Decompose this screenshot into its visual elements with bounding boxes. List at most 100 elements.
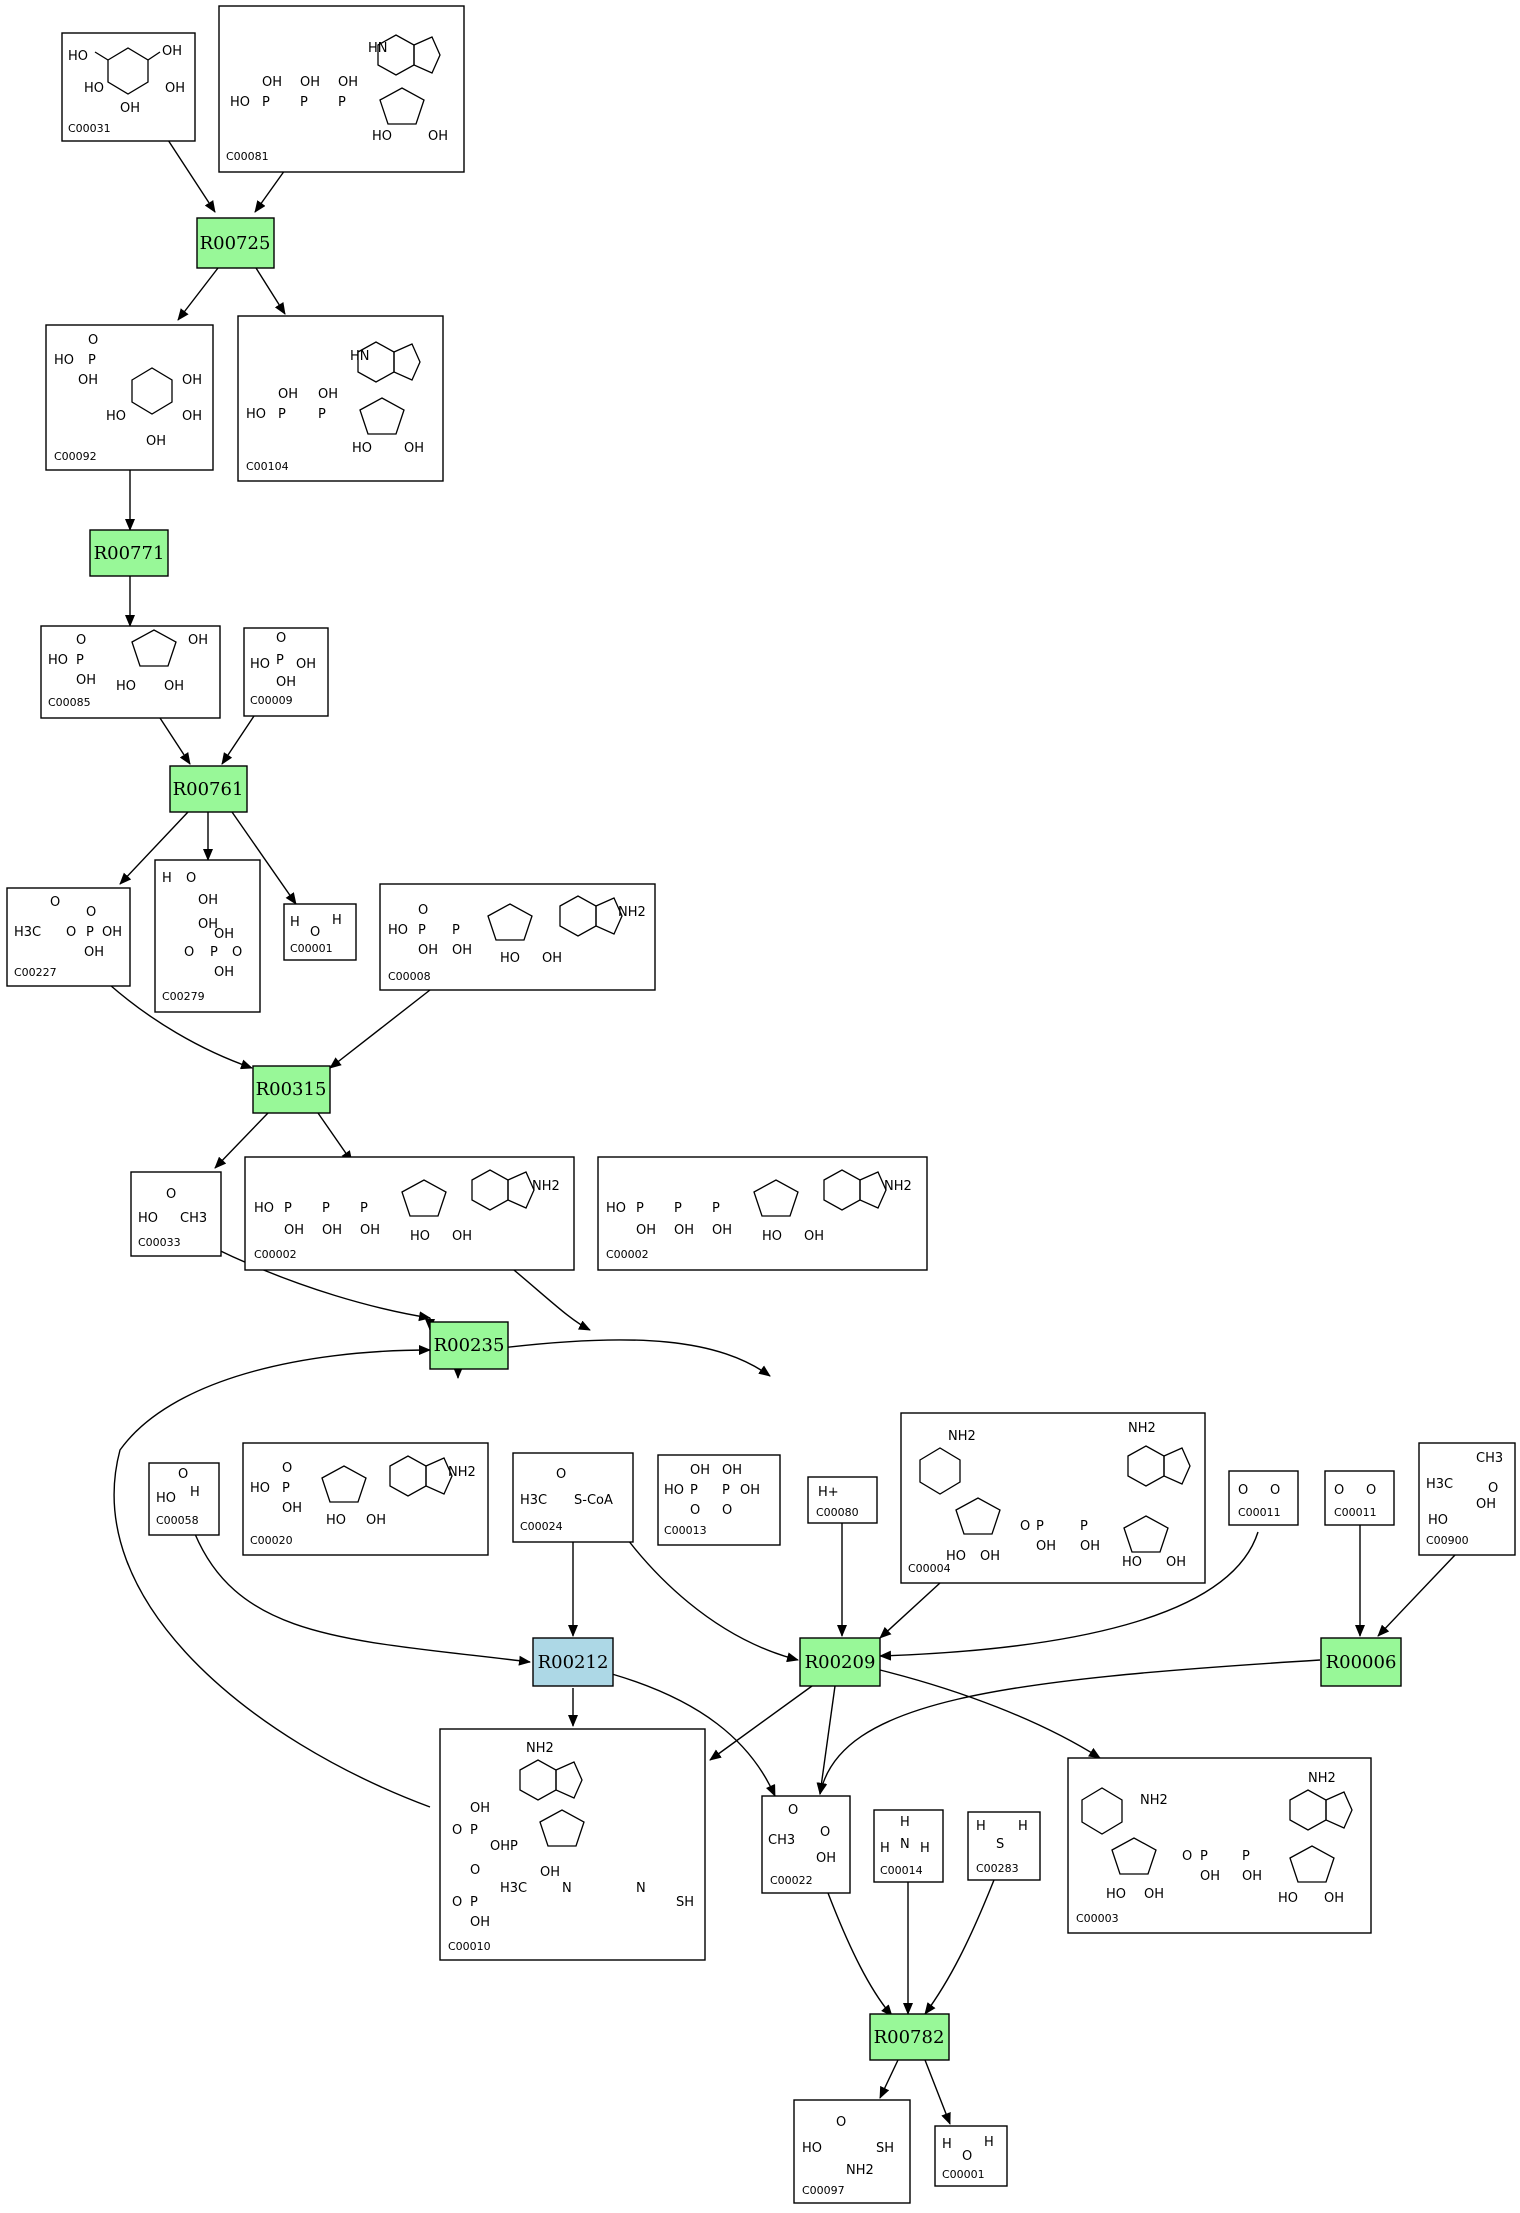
compound-C00011-b[interactable]: O O C00011 [1324,1470,1395,1526]
svg-text:H3C: H3C [14,925,41,940]
svg-text:P: P [284,1201,292,1216]
compound-C00004[interactable]: NH2 O P P OH OH NH2 HO OH HO OH C00004 [900,1412,1206,1584]
svg-text:O: O [86,905,96,920]
svg-text:OH: OH [296,657,316,672]
svg-text:H: H [162,871,172,886]
svg-text:OH: OH [418,943,438,958]
compound-C00279[interactable]: H O OH OH O P OH O OH C00279 [154,859,261,1013]
compound-C00900[interactable]: CH3 H3C O OH HO C00900 [1418,1442,1516,1556]
edges [109,139,1456,2125]
svg-text:H: H [332,913,342,928]
compound-C00227[interactable]: H3C O O P O OH OH C00227 [6,887,131,987]
reaction-R00006[interactable]: R00006 [1320,1637,1402,1687]
compound-C00008[interactable]: NH2 HO P P O OH OH HO OH C00008 [379,883,656,991]
svg-text:OH: OH [540,1865,560,1880]
compound-C00001-b[interactable]: H O H C00001 [934,2125,1008,2187]
compound-C00058[interactable]: O HO H C00058 [148,1462,220,1536]
svg-text:OH: OH [188,633,208,648]
svg-text:P: P [276,653,284,668]
svg-text:N: N [562,1881,572,1896]
compound-C00002[interactable]: NH2 HO P P P OH OH OH HO OH C00002 [244,1156,575,1271]
svg-text:NH2: NH2 [948,1429,976,1444]
compound-id: C00283 [976,1862,1019,1875]
svg-text:OH: OH [722,1463,742,1478]
edge [507,1264,591,1331]
compound-C00283[interactable]: H S H C00283 [967,1811,1041,1881]
compound-C00081[interactable]: HN HO P P P OH OH OH HO OH C00081 [218,5,465,173]
svg-text:N: N [636,1881,646,1896]
compound-id: C00002 [254,1248,297,1261]
compound-id: C00020 [250,1534,293,1547]
compound-C00092[interactable]: HO P O OH OH HO OH OH C00092 [45,324,214,471]
reaction-label: R00761 [173,779,244,800]
svg-text:OH: OH [804,1229,824,1244]
svg-text:O: O [556,1467,566,1482]
edge [611,1673,776,1797]
svg-text:HO: HO [1106,1887,1126,1902]
svg-text:OH: OH [322,1223,342,1238]
svg-text:O: O [66,925,76,940]
compound-C00003[interactable]: NH2 O P P OH OH NH2 HO OH HO OH C00003 [1067,1757,1372,1934]
svg-text:O: O [820,1825,830,1840]
svg-text:S: S [996,1837,1004,1852]
compound-C00097[interactable]: O HO SH NH2 C00097 [793,2099,911,2204]
svg-text:OH: OH [198,893,218,908]
compound-C00085[interactable]: HO P O OH OH HO OH C00085 [40,625,221,719]
compound-id: C00022 [770,1874,813,1887]
svg-text:O: O [418,903,428,918]
svg-text:NH2: NH2 [1308,1771,1336,1786]
compound-C00011[interactable]: O O C00011 [1228,1470,1299,1526]
svg-text:P: P [674,1201,682,1216]
reaction-R00212[interactable]: R00212 [532,1637,614,1687]
compound-C00022[interactable]: O CH3 O OH C00022 [761,1795,851,1894]
svg-text:OH: OH [490,1839,510,1854]
svg-text:OH: OH [1476,1497,1496,1512]
svg-text:OH: OH [164,679,184,694]
compound-id: C00031 [68,122,111,135]
svg-text:HO: HO [326,1513,346,1528]
svg-text:OH: OH [816,1851,836,1866]
svg-text:OH: OH [404,441,424,456]
reaction-label: R00771 [94,543,165,564]
svg-text:OH: OH [674,1223,694,1238]
svg-text:OH: OH [470,1801,490,1816]
svg-text:O: O [1270,1483,1280,1498]
compound-id: C00080 [816,1506,859,1519]
compound-C00001[interactable]: H O H C00001 [283,903,357,961]
svg-text:OH: OH [636,1223,656,1238]
compound-C00010[interactable]: NH2 OH O P OH P O O P OH H3C OH N N SH C… [439,1728,706,1961]
reaction-R00761[interactable]: R00761 [169,765,248,813]
reaction-R00725[interactable]: R00725 [196,217,275,269]
compound-id: C00004 [908,1562,951,1575]
svg-text:P: P [318,407,326,422]
compound-C00033[interactable]: HO O CH3 C00033 [130,1171,222,1257]
edge [221,715,255,765]
svg-text:OH: OH [470,1915,490,1930]
svg-text:OH: OH [120,101,140,116]
compound-C00020[interactable]: NH2 HO P O OH HO OH C00020 [242,1442,489,1556]
svg-text:NH2: NH2 [846,2163,874,2178]
compound-C00014[interactable]: H N H H C00014 [873,1809,944,1883]
compound-C00031[interactable]: HO OH HO OH OH C00031 [61,32,196,142]
reaction-R00782[interactable]: R00782 [869,2013,950,2061]
reaction-R00315[interactable]: R00315 [252,1065,331,1114]
compound-C00002-b[interactable]: NH2 HO P P P OH OH OH HO OH C00002 [597,1156,928,1271]
svg-text:HO: HO [500,951,520,966]
compound-C00009[interactable]: O P HO OH OH C00009 [243,627,329,717]
svg-text:P: P [1080,1519,1088,1534]
compound-id: C00014 [880,1864,923,1877]
svg-text:P: P [262,95,270,110]
edge [194,1533,531,1666]
svg-text:HN: HN [368,41,388,56]
svg-text:P: P [278,407,286,422]
svg-text:H3C: H3C [1426,1477,1453,1492]
compound-C00104[interactable]: HN HO P P OH OH HO OH C00104 [237,315,444,482]
compound-id: C00097 [802,2184,845,2197]
compound-C00080[interactable]: H+ C00080 [807,1476,878,1524]
svg-text:HO: HO [664,1483,684,1498]
reaction-R00209[interactable]: R00209 [799,1637,881,1687]
reaction-R00235[interactable]: R00235 [429,1321,509,1370]
compound-C00013[interactable]: HO P P OH OH OH O O C00013 [657,1454,781,1546]
compound-C00024[interactable]: H3C O S-CoA C00024 [512,1452,634,1543]
reaction-R00771[interactable]: R00771 [89,529,169,577]
